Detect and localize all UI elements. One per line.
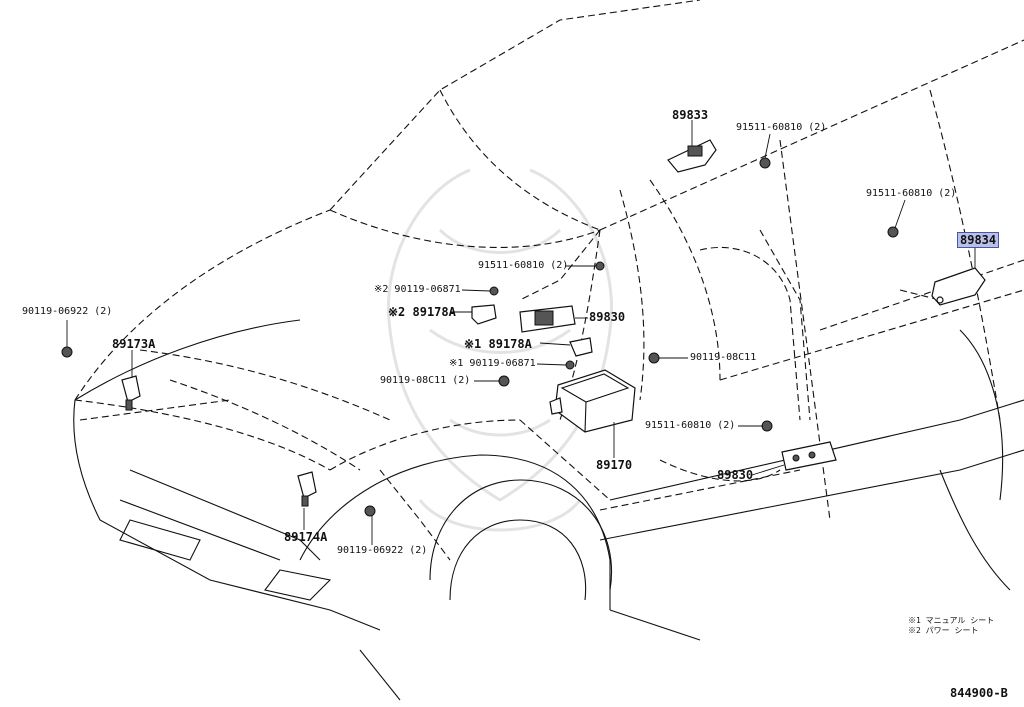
leader-lines [66,120,976,545]
sensor-89833 [667,139,717,173]
callout-89170[interactable]: 89170 [596,458,633,472]
callout-90119-06922-a[interactable]: 90119-06922 (2) [22,306,113,317]
note-power-seat: ※2 パワー シート [908,626,979,635]
callout-89834[interactable]: 89834 [957,232,1000,248]
callout-89173a[interactable]: 89173A [112,337,156,351]
callout-89174a[interactable]: 89174A [284,530,328,544]
callout-90119-08c11-b[interactable]: 90119-08C11 (2) [380,375,471,386]
callout-89178a-manual[interactable]: ※1 89178A [464,337,532,351]
callout-91511-60810-d[interactable]: 91511-60810 (2) [645,420,736,431]
sensor-89834 [931,267,986,306]
callout-89830-upper[interactable]: 89830 [589,310,626,324]
callout-90119-08c11-a[interactable]: 90119-08C11 [690,352,757,363]
callout-89833[interactable]: 89833 [672,108,709,122]
sensor-89830-lower [781,441,837,471]
callout-91511-60810-a[interactable]: 91511-60810 (2) [736,122,827,133]
callout-89178a-power[interactable]: ※2 89178A [388,305,456,319]
vehicle-body [73,319,1024,701]
callout-89830-lower[interactable]: 89830 [717,468,754,482]
callout-90119-06871-manual[interactable]: ※1 90119-06871 [449,358,536,369]
sensor-89173a [121,375,141,411]
bracket-89178a-lower [569,337,593,357]
callout-91511-60810-b[interactable]: 91511-60810 (2) [866,188,957,199]
sensor-89830-upper [519,305,576,333]
bracket-89178a-upper [471,304,497,325]
sensor-89174a [297,471,317,507]
callout-90119-06922-b[interactable]: 90119-06922 (2) [337,545,428,556]
note-manual-seat: ※1 マニュアル シート [908,616,995,625]
callout-91511-60810-c[interactable]: 91511-60810 (2) [478,260,569,271]
watermark-emblem [387,168,613,532]
callout-90119-06871-power[interactable]: ※2 90119-06871 [374,284,461,295]
diagram-id: 844900-B [950,686,1008,700]
vehicle-hidden-lines [74,0,1024,561]
airbag-ecu-89170 [549,369,636,433]
